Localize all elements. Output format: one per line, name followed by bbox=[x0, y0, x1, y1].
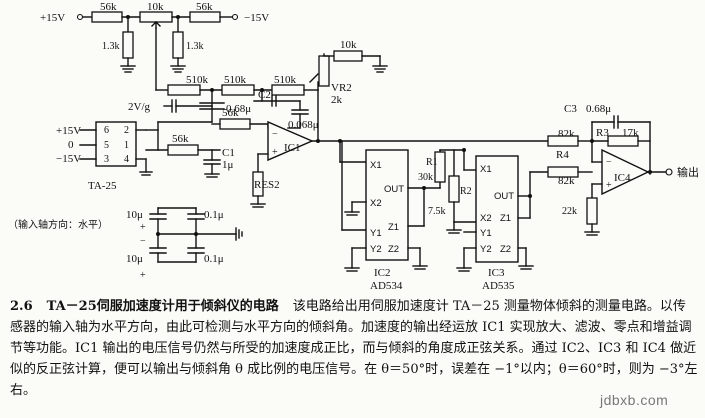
ic3-part: AD535 bbox=[482, 280, 515, 292]
r-series-label: 56k bbox=[222, 107, 239, 119]
r-gnd-right-label: 1.3k bbox=[186, 41, 204, 52]
ic2-multiplier: X1 X2 Y1 Y2 OUT Z1 Z2 IC2 AD534 bbox=[344, 149, 428, 292]
ic3-pin-x1: X1 bbox=[480, 164, 492, 175]
r1-r2-network: R1 30k R2 7.5k bbox=[418, 148, 477, 234]
ic3-multiplier: X1 X2 Y1 Y2 OUT Z1 Z2 IC3 AD535 bbox=[456, 155, 549, 292]
r3-name: R3 bbox=[596, 127, 609, 139]
r4-name: R4 bbox=[556, 149, 569, 161]
pot-top-label: 10k bbox=[147, 1, 164, 13]
ic2-pin-out: OUT bbox=[384, 184, 404, 195]
c2-label: C2 bbox=[258, 89, 271, 101]
ic2-pin-y1: Y1 bbox=[370, 228, 382, 239]
r-gnd-ic4-label: 22k bbox=[562, 206, 577, 217]
r2-value: 7.5k bbox=[428, 206, 446, 217]
sensor-supply-zero: 0 bbox=[68, 139, 74, 151]
input-rc: 56k 56k C1 1μ bbox=[145, 107, 269, 178]
figure-caption: 2.6 TA－25伺服加速度计用于倾斜仪的电路该电路给出用伺服加速度计 TA－25… bbox=[10, 296, 698, 401]
supply-pos-top: +15V bbox=[40, 12, 65, 24]
c-c-label: 10μ bbox=[126, 253, 143, 265]
r2-name: R2 bbox=[460, 186, 472, 197]
r-fb2-label: 510k bbox=[224, 74, 247, 86]
ic2-pin-x1: X1 bbox=[370, 160, 382, 171]
caption-body: 该电路给出用伺服加速度计 TA－25 测量物体倾斜的测量电路。以传感器的输入轴为… bbox=[10, 299, 698, 398]
ic3-pin-z2: Z2 bbox=[500, 244, 511, 255]
r-in-label: 56k bbox=[172, 133, 189, 145]
r-fb1-label: 510k bbox=[186, 74, 209, 86]
ic3-pin-x2: X2 bbox=[480, 213, 492, 224]
supply-neg-top: −15V bbox=[244, 12, 269, 24]
r-top-left-label: 56k bbox=[100, 1, 117, 13]
c3-fb-label: 0.068μ bbox=[288, 119, 319, 131]
ta25-sensor: TA-25 6 5 3 2 1 4 +15V 0 −15V bbox=[56, 121, 153, 192]
sensor-pin-1: 1 bbox=[124, 140, 129, 151]
sensor-pin-6: 6 bbox=[104, 125, 109, 136]
tilt-meter-schematic: +15V 56k 10k 56k −15V 1.3k 1.3k 510k bbox=[8, 1, 699, 292]
c3-value: 0.68μ bbox=[586, 103, 611, 115]
watermark: jdbxb.com bbox=[600, 392, 669, 408]
sensor-pin-2: 2 bbox=[124, 125, 129, 136]
ic1-name: IC1 bbox=[284, 142, 301, 154]
vr2-name: VR2 bbox=[331, 82, 352, 94]
axis-note: （输入轴方向：水平） bbox=[8, 218, 108, 231]
ic2-pin-y2: Y2 bbox=[370, 244, 382, 255]
svg-text:−: − bbox=[272, 129, 278, 140]
svg-text:−: − bbox=[606, 157, 612, 168]
vr2-value: 2k bbox=[331, 94, 343, 106]
r1-value: 30k bbox=[418, 172, 433, 183]
c-a-plus: + bbox=[140, 222, 146, 233]
sensor-pin-3: 3 bbox=[104, 154, 109, 165]
ic3-name: IC3 bbox=[488, 267, 505, 279]
sensitivity-label: 2V/g bbox=[128, 101, 151, 113]
ic3-pin-y2: Y2 bbox=[480, 244, 492, 255]
feedback-network: 510k 510k 510k 2V/g 0.68μ C2 0.068μ bbox=[128, 74, 319, 143]
c-d-label: 0.1μ bbox=[204, 253, 224, 265]
sensor-supply-neg: −15V bbox=[56, 153, 81, 165]
sensor-pin-5: 5 bbox=[104, 140, 109, 151]
r4-value: 82k bbox=[558, 175, 575, 187]
vr2-pot: VR2 2k 10k bbox=[309, 39, 388, 106]
c-a-minus: − bbox=[140, 236, 146, 247]
caption-title: TA－25伺服加速度计用于倾斜仪的电路 bbox=[46, 299, 279, 314]
svg-text:+: + bbox=[272, 147, 278, 158]
c-a-label: 10μ bbox=[126, 209, 143, 221]
ic1-opamp: − + IC1 RES2 bbox=[250, 120, 341, 208]
ic2-pin-z2: Z2 bbox=[388, 244, 399, 255]
c-fb-label: 0.68μ bbox=[226, 103, 251, 115]
caption-section-number: 2.6 bbox=[10, 299, 33, 314]
decoupling: （输入轴方向：水平） 10μ 10μ 0.1μ 0.1μ + + − bbox=[8, 207, 243, 281]
c1-value: 1μ bbox=[222, 159, 234, 171]
c-b-label: 0.1μ bbox=[204, 209, 224, 221]
signal-bus bbox=[338, 139, 549, 231]
ic3-pin-y1: Y1 bbox=[480, 228, 492, 239]
output-label: 输出 bbox=[677, 165, 699, 179]
c1-name: C1 bbox=[222, 147, 235, 159]
ic4-stage: C3 0.68μ R3 17k 82k R4 82k − + IC4 输出 22… bbox=[547, 103, 699, 236]
r-top-right-label: 56k bbox=[196, 1, 213, 13]
ic1-res-label: RES2 bbox=[254, 179, 280, 191]
vr2-rtop-label: 10k bbox=[340, 39, 357, 51]
ic2-pin-z1: Z1 bbox=[388, 222, 399, 233]
r-fb3-label: 510k bbox=[274, 74, 297, 86]
c-c-plus: + bbox=[140, 270, 146, 281]
c3-name: C3 bbox=[564, 103, 577, 115]
ic2-name: IC2 bbox=[374, 267, 391, 279]
ic3-pin-out: OUT bbox=[494, 191, 514, 202]
ic3-pin-z1: Z1 bbox=[500, 213, 511, 224]
ic2-part: AD534 bbox=[370, 280, 403, 292]
ic4-name: IC4 bbox=[614, 172, 631, 184]
sensor-name: TA-25 bbox=[88, 180, 117, 192]
top-divider: +15V 56k 10k 56k −15V 1.3k 1.3k bbox=[40, 1, 269, 91]
sensor-supply-pos: +15V bbox=[56, 125, 81, 137]
r1-name: R1 bbox=[426, 157, 438, 168]
r-gnd-left-label: 1.3k bbox=[102, 41, 120, 52]
svg-text:+: + bbox=[606, 180, 612, 191]
ic2-pin-x2: X2 bbox=[370, 198, 382, 209]
sensor-pin-4: 4 bbox=[124, 154, 129, 165]
